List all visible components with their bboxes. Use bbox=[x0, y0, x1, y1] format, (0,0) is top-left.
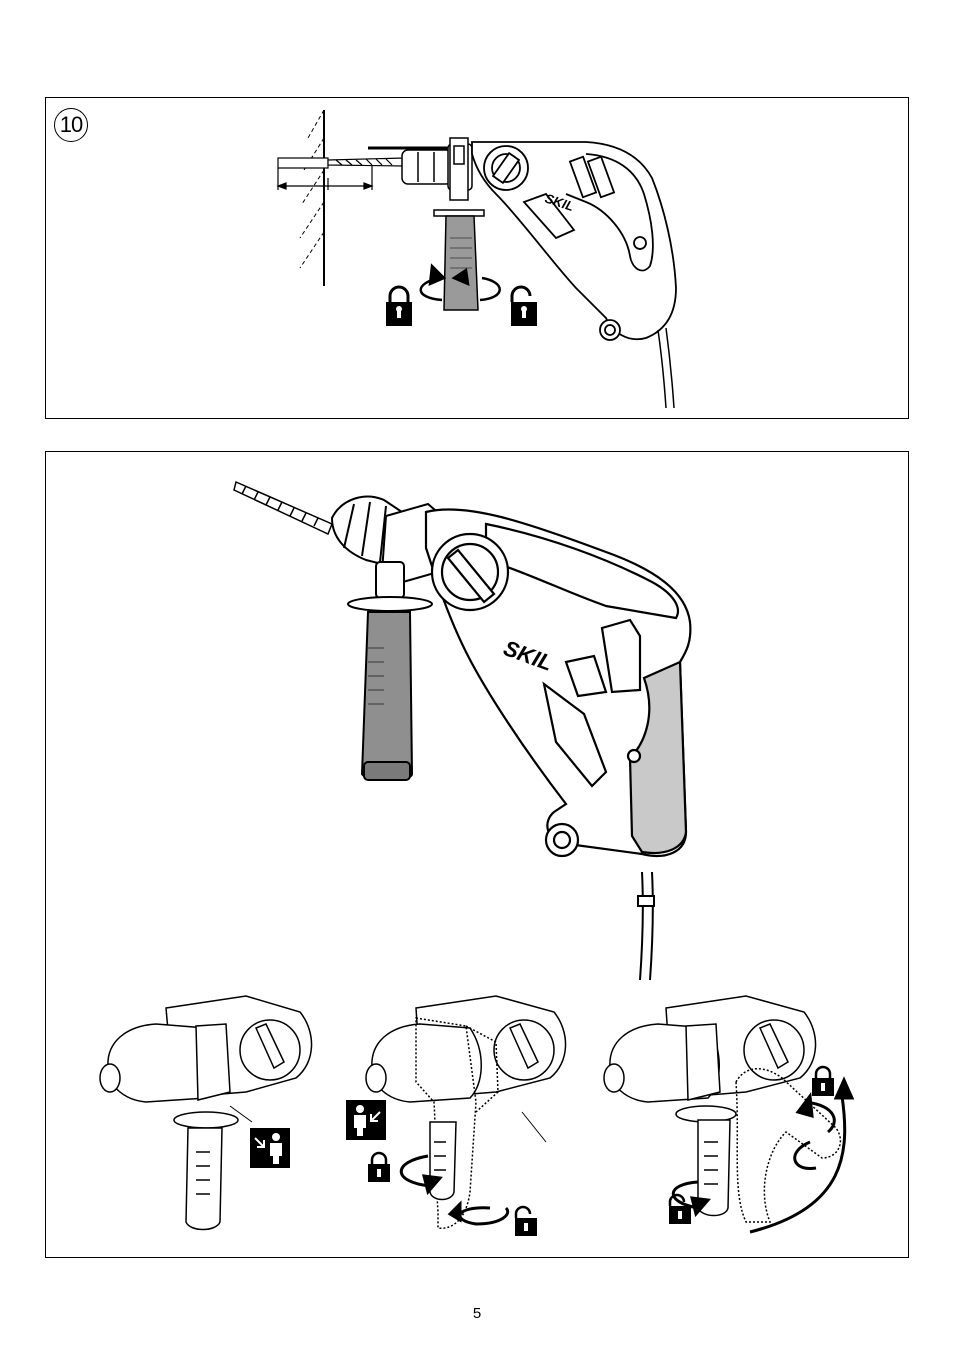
drill-body bbox=[472, 142, 676, 340]
wall bbox=[300, 110, 324, 286]
person-step-in-icon bbox=[250, 1128, 290, 1168]
lock-open-icon bbox=[515, 1207, 537, 1236]
page-number: 5 bbox=[0, 1305, 954, 1322]
lock-open-icon bbox=[511, 287, 537, 326]
drill-body bbox=[426, 509, 690, 856]
lock-closed-icon bbox=[368, 1153, 390, 1182]
figure-10-panel: 10 bbox=[45, 97, 909, 419]
lock-closed-icon bbox=[386, 287, 412, 326]
person-step-out-icon bbox=[346, 1100, 386, 1140]
handle-clamp bbox=[450, 138, 468, 200]
power-cord bbox=[658, 328, 674, 408]
power-cord bbox=[638, 872, 654, 980]
drill-bit bbox=[328, 158, 404, 166]
drill-depth-illustration: SKIL bbox=[46, 98, 910, 420]
side-handle-mounting-panel: SKIL bbox=[45, 451, 909, 1258]
step-1-illustration bbox=[100, 996, 312, 1230]
side-handle bbox=[434, 210, 484, 310]
lock-open-icon bbox=[669, 1195, 691, 1224]
drill-bit bbox=[234, 482, 332, 534]
side-handle bbox=[362, 612, 412, 780]
step-2-illustration bbox=[366, 996, 566, 1228]
hammer-drill-illustration: SKIL bbox=[46, 452, 910, 1259]
lock-closed-icon bbox=[812, 1067, 834, 1096]
